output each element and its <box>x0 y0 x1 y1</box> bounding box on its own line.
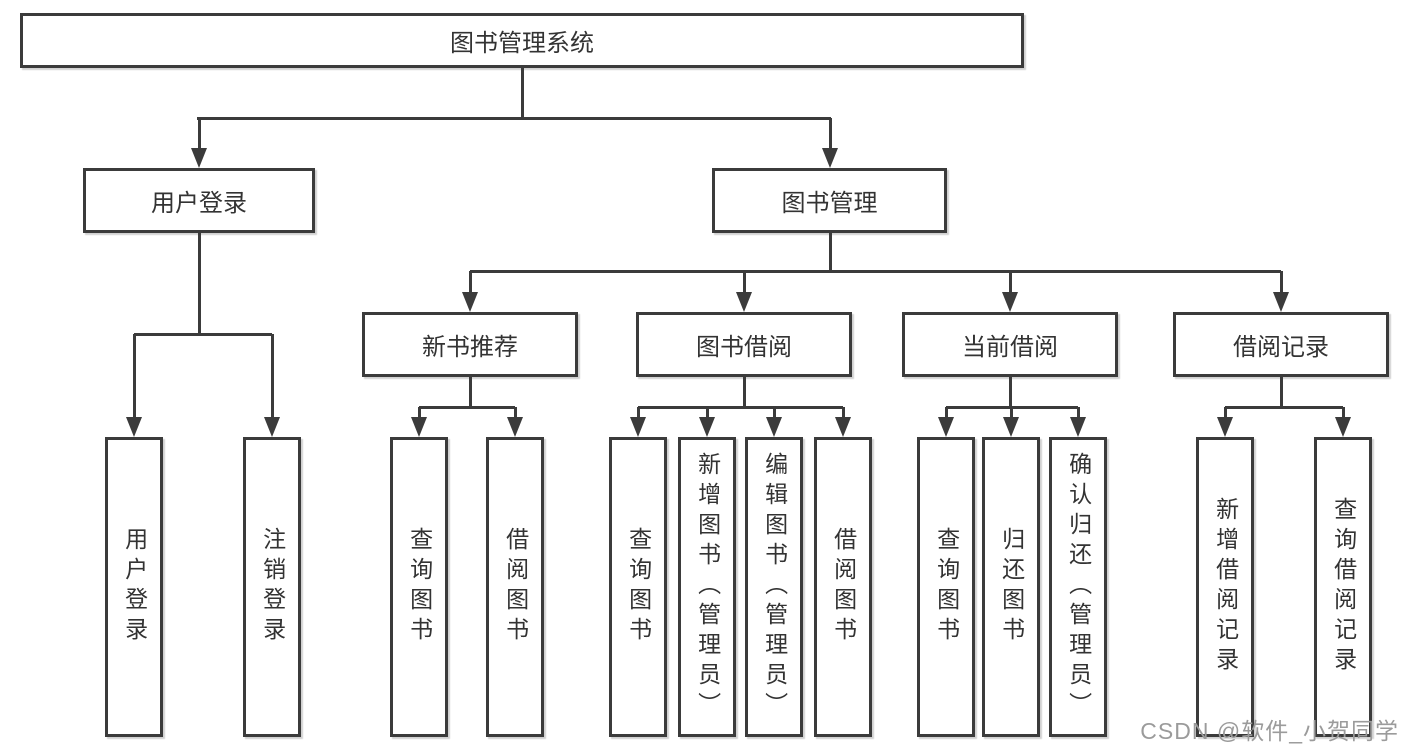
connector-vline <box>772 407 776 419</box>
node-label: 编辑图书（管理员） <box>761 452 788 722</box>
leaf-records-add-record: 新增借阅记录 <box>1196 437 1254 737</box>
connector-vline <box>197 118 201 150</box>
connector-vline <box>1008 271 1012 294</box>
connector-vline <box>1223 407 1227 419</box>
node-book-management: 图书管理 <box>712 168 947 233</box>
arrow-down-icon <box>1217 417 1233 437</box>
arrow-down-icon <box>835 417 851 437</box>
arrow-down-icon <box>191 148 207 168</box>
arrow-down-icon <box>1273 292 1289 312</box>
arrow-down-icon <box>1070 417 1086 437</box>
connector-vline <box>520 68 524 118</box>
arrow-down-icon <box>264 417 280 437</box>
connector-vline <box>513 407 517 419</box>
node-label: 用户登录 <box>121 527 148 647</box>
connector-vline <box>636 407 640 419</box>
node-user-login: 用户登录 <box>83 168 315 233</box>
arrow-down-icon <box>699 417 715 437</box>
csdn-watermark: CSDN @软件_小贺同学 <box>1140 718 1399 744</box>
connector-hline <box>470 270 1281 273</box>
arrow-down-icon <box>1335 417 1351 437</box>
node-root: 图书管理系统 <box>20 13 1024 68</box>
node-label: 图书管理系统 <box>450 30 594 57</box>
node-label: 查询借阅记录 <box>1330 497 1357 677</box>
connector-vline <box>1279 271 1283 294</box>
connector-vline <box>841 407 845 419</box>
node-label: 图书借阅 <box>696 334 792 361</box>
node-current-borrow: 当前借阅 <box>902 312 1118 377</box>
arrow-down-icon <box>736 292 752 312</box>
node-label: 用户登录 <box>151 190 247 217</box>
node-label: 借阅图书 <box>830 527 857 647</box>
leaf-records-query-record: 查询借阅记录 <box>1314 437 1372 737</box>
leaf-current-query-book: 查询图书 <box>917 437 975 737</box>
connector-vline <box>828 118 832 150</box>
node-book-borrow: 图书借阅 <box>636 312 852 377</box>
connector-vline <box>468 377 472 408</box>
connector-vline <box>1076 407 1080 419</box>
node-label: 查询图书 <box>625 527 652 647</box>
arrow-down-icon <box>126 417 142 437</box>
leaf-borrow-borrow-book: 借阅图书 <box>814 437 872 737</box>
leaf-user-login: 用户登录 <box>105 437 163 737</box>
node-label: 图书管理 <box>781 190 878 217</box>
arrow-down-icon <box>766 417 782 437</box>
arrow-down-icon <box>411 417 427 437</box>
node-label: 归还图书 <box>998 527 1025 647</box>
connector-vline <box>944 407 948 419</box>
node-label: 新增借阅记录 <box>1212 497 1239 677</box>
leaf-borrow-add-book-admin: 新增图书（管理员） <box>678 437 736 737</box>
leaf-logout: 注销登录 <box>243 437 301 737</box>
leaf-current-return-book: 归还图书 <box>982 437 1040 737</box>
node-borrow-records: 借阅记录 <box>1173 312 1389 377</box>
node-label: 新书推荐 <box>422 334 518 361</box>
arrow-down-icon <box>630 417 646 437</box>
arrow-down-icon <box>1002 292 1018 312</box>
connector-vline <box>197 233 201 335</box>
arrow-down-icon <box>938 417 954 437</box>
connector-vline <box>705 407 709 419</box>
connector-hline <box>1225 406 1343 409</box>
connector-vline <box>828 233 832 272</box>
node-label: 确认归还（管理员） <box>1065 452 1092 722</box>
connector-hline <box>638 406 843 409</box>
node-label: 注销登录 <box>259 527 286 647</box>
connector-hline <box>134 333 272 336</box>
connector-vline <box>742 377 746 408</box>
node-label: 查询图书 <box>933 527 960 647</box>
node-label: 查询图书 <box>406 527 433 647</box>
connector-vline <box>742 271 746 294</box>
connector-vline <box>1341 407 1345 419</box>
arrow-down-icon <box>462 292 478 312</box>
connector-vline <box>1279 377 1283 408</box>
node-label: 新增图书（管理员） <box>694 452 721 722</box>
connector-vline <box>1009 407 1013 419</box>
leaf-borrow-edit-book-admin: 编辑图书（管理员） <box>745 437 803 737</box>
connector-vline <box>468 271 472 294</box>
leaf-borrow-query-book: 查询图书 <box>609 437 667 737</box>
connector-hline <box>197 117 831 120</box>
leaf-newbook-query-book: 查询图书 <box>390 437 448 737</box>
node-label: 借阅图书 <box>502 527 529 647</box>
node-label: 借阅记录 <box>1233 334 1329 361</box>
connector-vline <box>417 407 421 419</box>
arrow-down-icon <box>507 417 523 437</box>
connector-vline <box>1008 377 1012 408</box>
node-new-book-recommend: 新书推荐 <box>362 312 578 377</box>
arrow-down-icon <box>1003 417 1019 437</box>
arrow-down-icon <box>822 148 838 168</box>
connector-vline <box>132 334 136 419</box>
connector-hline <box>419 406 515 409</box>
connector-vline <box>270 334 274 419</box>
leaf-newbook-borrow-book: 借阅图书 <box>486 437 544 737</box>
node-label: 当前借阅 <box>962 334 1058 361</box>
leaf-current-confirm-return-admin: 确认归还（管理员） <box>1049 437 1107 737</box>
